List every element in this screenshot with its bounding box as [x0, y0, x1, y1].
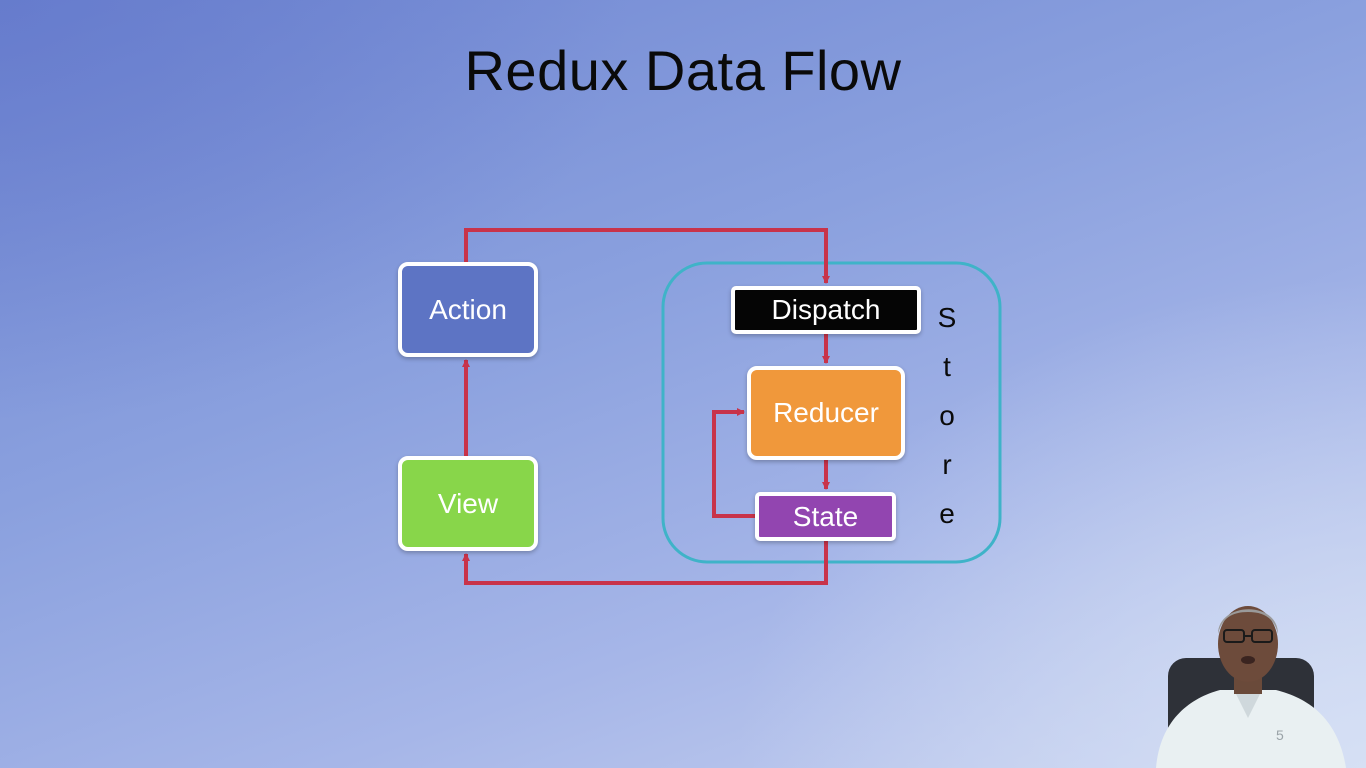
- action-to-dispatch-arrow: [464, 228, 830, 284]
- store-label-letter: r: [942, 449, 952, 480]
- head-shape: [1218, 606, 1278, 682]
- dispatch-label: Dispatch: [771, 294, 881, 325]
- action-node: Action: [398, 262, 538, 357]
- shirt-number: 5: [1276, 727, 1284, 743]
- reducer-node: Reducer: [747, 366, 905, 460]
- store-label-letter: o: [939, 400, 955, 431]
- store-label-letter: e: [939, 498, 955, 529]
- shirt-shape: [1156, 690, 1346, 768]
- view-label: View: [437, 487, 499, 519]
- state-to-reducer-arrow: [712, 408, 755, 518]
- slide-title: Redux Data Flow: [464, 39, 902, 102]
- view-node: View: [398, 456, 538, 551]
- presenter-video-overlay: 5: [1156, 606, 1346, 768]
- reducer-label: Reducer: [773, 397, 879, 428]
- store-container: [661, 261, 1002, 564]
- state-node: State: [755, 492, 896, 541]
- dispatch-node: Dispatch: [731, 286, 921, 334]
- state-to-view-arrow: [462, 541, 828, 585]
- state-label: State: [792, 500, 859, 532]
- action-label: Action: [429, 293, 507, 325]
- store-label-letter: t: [943, 351, 951, 382]
- store-label-letter: S: [937, 302, 957, 333]
